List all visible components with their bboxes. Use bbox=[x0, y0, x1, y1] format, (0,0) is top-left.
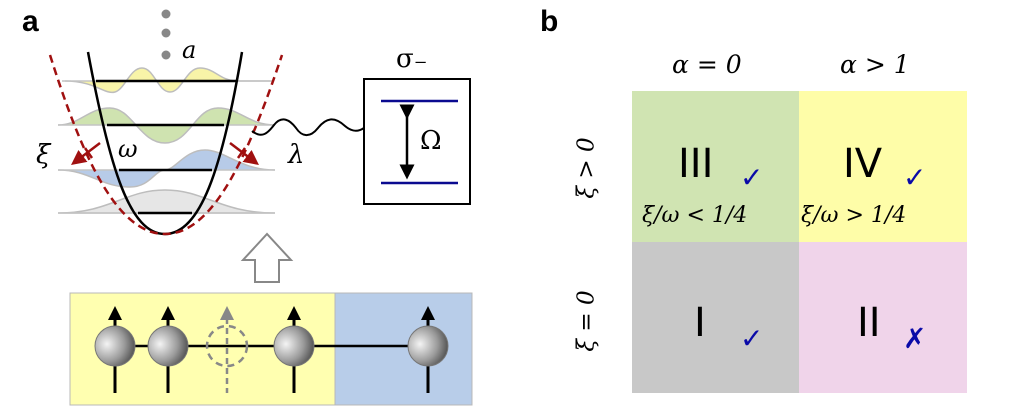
rabi-label: Ω bbox=[420, 126, 442, 156]
mode-operator-label: a bbox=[182, 36, 197, 64]
phase-cell-II: II ✗ bbox=[799, 242, 967, 393]
column-header-alpha-gt-1: α > 1 bbox=[840, 50, 910, 79]
spin-vacancy bbox=[205, 306, 249, 393]
check-icon: ✓ bbox=[740, 161, 764, 194]
check-icon: ✓ bbox=[740, 322, 764, 355]
squeezing-label: ξ bbox=[36, 140, 51, 170]
mapping-arrow-icon bbox=[240, 232, 294, 283]
phase-id: I bbox=[694, 300, 706, 346]
coupling-label: λ bbox=[288, 140, 305, 170]
phase-cell-I: I ✓ bbox=[632, 242, 799, 393]
phase-id: IV bbox=[843, 141, 883, 187]
trap-diagram bbox=[48, 9, 473, 406]
qubit-operator-label: σ₋ bbox=[396, 44, 428, 74]
row-header-xi-gt-0: ξ > 0 bbox=[573, 137, 600, 199]
ellipsis-dots bbox=[161, 9, 171, 60]
column-header-alpha-0: α = 0 bbox=[672, 50, 742, 79]
spin-4 bbox=[273, 306, 315, 393]
cross-icon: ✗ bbox=[903, 322, 927, 355]
energy-levels bbox=[96, 79, 237, 215]
phase-cell-III: III ✓ ξ/ω < 1/4 bbox=[632, 91, 799, 242]
panel-a-label: a bbox=[22, 5, 39, 38]
spin-2 bbox=[147, 306, 189, 393]
phase-id: III bbox=[678, 141, 714, 187]
spin-5 bbox=[407, 306, 449, 393]
wavefunction-level-0 bbox=[57, 189, 276, 214]
row-header-xi-eq-0: ξ = 0 bbox=[573, 290, 600, 352]
coupling-wave bbox=[251, 118, 365, 137]
phase-id: II bbox=[857, 300, 881, 346]
chain-region-blue bbox=[334, 292, 473, 406]
panel-b-label: b bbox=[540, 5, 559, 38]
phase-cell-IV: IV ✓ ξ/ω > 1/4 bbox=[799, 91, 967, 242]
qubit-box bbox=[363, 78, 471, 205]
squeezed-potential bbox=[48, 54, 284, 236]
phase-condition: ξ/ω < 1/4 bbox=[642, 203, 748, 228]
check-icon: ✓ bbox=[903, 161, 927, 194]
spin-1 bbox=[94, 306, 136, 393]
phase-condition: ξ/ω > 1/4 bbox=[801, 203, 907, 228]
frequency-label: ω bbox=[118, 135, 138, 163]
